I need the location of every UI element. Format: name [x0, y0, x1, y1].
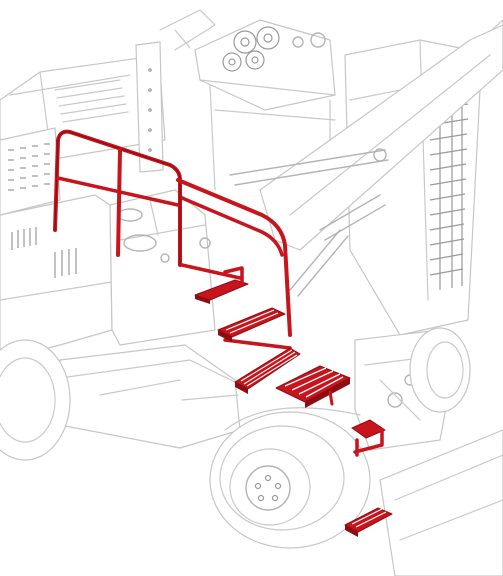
- rear-vent-panel: [0, 127, 61, 216]
- rear-wheel: [0, 339, 71, 461]
- step-3: [234, 347, 301, 394]
- access-handrail: [53, 129, 292, 350]
- step-5: [351, 419, 386, 457]
- access-steps: [194, 266, 393, 537]
- step-6: [344, 507, 393, 537]
- step-4: [275, 365, 351, 408]
- engine-fans: [222, 26, 326, 72]
- machine-body: [0, 9, 503, 576]
- front-wheel: [209, 411, 371, 549]
- step-1: [194, 266, 249, 304]
- step-2: [217, 307, 286, 342]
- side-vents: [11, 227, 77, 278]
